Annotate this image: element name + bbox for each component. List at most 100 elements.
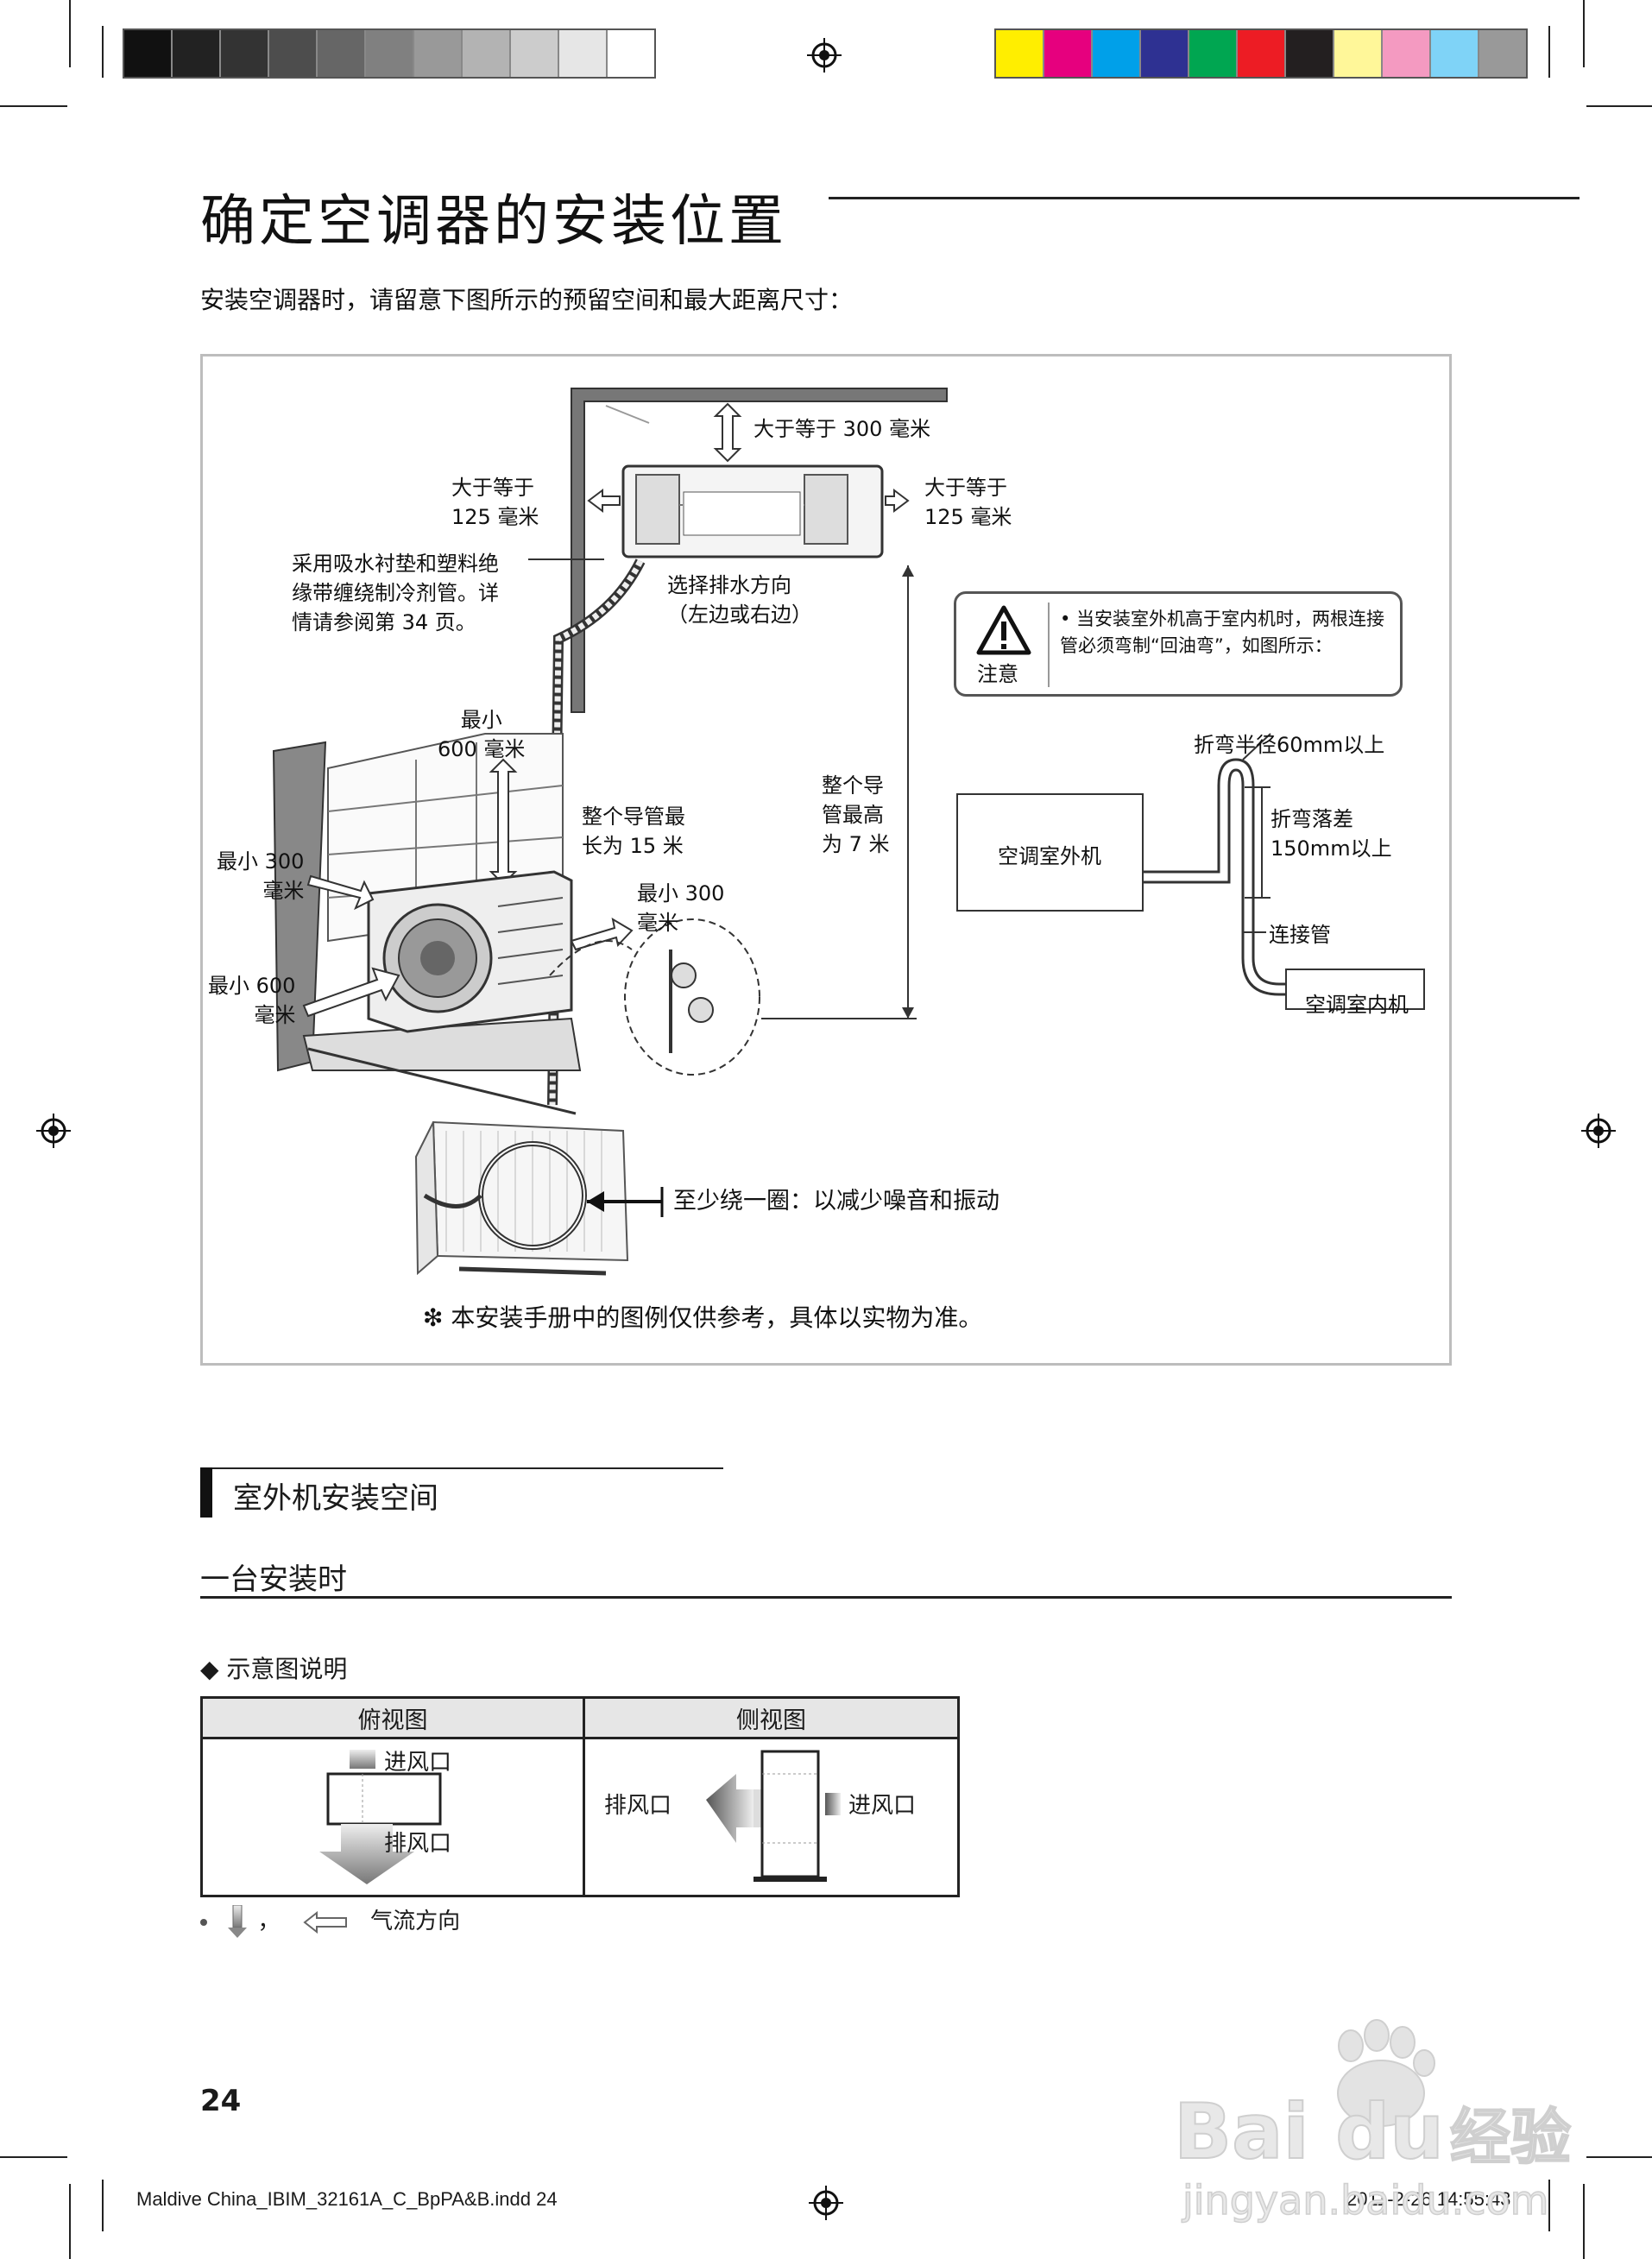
- drain-direction-label: 选择排水方向 （左边或右边）: [667, 571, 812, 629]
- crop-mark: [69, 2184, 71, 2259]
- color-swatch: [414, 30, 463, 77]
- watermark-logo-icon: Bai du 经验 jingyan.baidu.com: [1173, 2019, 1572, 2224]
- registration-mark-icon: [36, 1114, 71, 1148]
- wrap-note-line: 缘带缠绕制冷剂管。详: [292, 581, 499, 605]
- color-swatch: [1093, 30, 1141, 77]
- wrap-note-label: 采用吸水衬垫和塑料绝 缘带缠绕制冷剂管。详 情请参阅第 34 页。: [292, 549, 499, 637]
- color-swatch: [463, 30, 511, 77]
- caution-box: 注意 • 当安装室外机高于室内机时，两根连接管必须弯制“回油弯”，如图所示：: [954, 591, 1403, 697]
- right-clearance-line: 125 毫米: [924, 505, 1012, 529]
- airflow-separator: ，: [257, 1909, 281, 1934]
- legend-bullet: ◆ 示意图说明: [200, 1655, 348, 1683]
- color-swatch: [511, 30, 559, 77]
- table-header-side-view: 侧视图: [583, 1696, 960, 1739]
- registration-mark-icon: [809, 2186, 843, 2220]
- caution-divider: [1048, 603, 1050, 687]
- pipe-height-line: 整个导: [822, 773, 884, 798]
- min600-front-line: 毫米: [254, 1003, 296, 1027]
- reference-note: ❇ 本安装手册中的图例仅供参考，具体以实物为准。: [423, 1303, 983, 1332]
- bend-radius-label: 折弯半径60mm以上: [1194, 733, 1385, 757]
- crop-mark: [1583, 0, 1585, 67]
- pipe-height-label: 整个导 管最高 为 7 米: [822, 771, 890, 859]
- connect-pipe-label: 连接管: [1269, 923, 1331, 947]
- color-swatch: [1141, 30, 1189, 77]
- bend-drop-label: 折弯落差 150mm以上: [1271, 805, 1392, 863]
- top-view-intake-label: 进风口: [384, 1750, 452, 1776]
- side-view-illustration: [706, 1750, 841, 1882]
- min600-front-line: 最小 600: [208, 974, 296, 998]
- registration-mark-icon: [807, 38, 842, 73]
- color-swatch: [1286, 30, 1334, 77]
- color-swatch: [1238, 30, 1286, 77]
- min600-front-label: 最小 600 毫米: [208, 971, 295, 1030]
- title-rule: [829, 197, 1579, 199]
- left-clearance-label: 大于等于 125 毫米: [451, 473, 539, 532]
- color-swatch-bar: [994, 28, 1528, 79]
- min600-top-label: 最小 600 毫米: [438, 705, 525, 764]
- pipe-length-line: 整个导管最: [582, 805, 685, 829]
- top-view-cell: 进风口 排风口: [200, 1737, 585, 1897]
- wrap-note-line: 采用吸水衬垫和塑料绝: [292, 552, 499, 576]
- drain-line: 选择排水方向: [667, 573, 791, 597]
- left-clearance-line: 125 毫米: [451, 505, 539, 529]
- top-view-exhaust-label: 排风口: [384, 1831, 452, 1857]
- color-swatch: [1431, 30, 1479, 77]
- min600-top-line: 600 毫米: [438, 737, 526, 761]
- section-rule: [212, 1467, 723, 1469]
- left-arrow-icon: [303, 1910, 347, 1934]
- pipe-height-line: 管最高: [822, 803, 884, 827]
- color-swatch: [221, 30, 269, 77]
- drain-line: （左边或右边）: [667, 603, 812, 627]
- left-clearance-line: 大于等于: [451, 476, 534, 500]
- color-swatch: [173, 30, 221, 77]
- caution-label: 注意: [977, 662, 1018, 686]
- bend-drop-line: 折弯落差: [1271, 807, 1353, 831]
- crop-mark: [1548, 2180, 1550, 2231]
- wrap-note-line: 情请参阅第 34 页。: [292, 610, 476, 634]
- color-swatch: [318, 30, 366, 77]
- svg-text:经验: 经验: [1450, 2102, 1571, 2173]
- crop-mark: [0, 105, 67, 107]
- crop-mark: [1586, 2156, 1652, 2158]
- right-clearance-label: 大于等于 125 毫米: [924, 473, 1012, 532]
- min300-right-line: 毫米: [637, 911, 678, 935]
- side-view-cell: 排风口 进风口: [583, 1737, 960, 1897]
- bend-drop-line: 150mm以上: [1271, 836, 1392, 861]
- crop-mark: [0, 2156, 67, 2158]
- min300-right-line: 最小 300: [637, 881, 725, 905]
- bullet-dot-icon: [200, 1918, 207, 1926]
- min300-left-line: 毫米: [262, 879, 305, 903]
- coil-note-label: 至少绕一圈：以减少噪音和振动: [673, 1188, 999, 1215]
- color-swatch: [124, 30, 173, 77]
- color-swatch: [1044, 30, 1093, 77]
- footer-timestamp: 2011-2-26 14:55:43: [1346, 2188, 1511, 2210]
- subheading-rule: [200, 1596, 1452, 1599]
- color-swatch: [366, 30, 414, 77]
- top-view-illustration: [319, 1750, 442, 1884]
- color-swatch: [1479, 30, 1526, 77]
- color-swatch: [996, 30, 1044, 77]
- page-number: 24: [200, 2084, 242, 2118]
- intro-text: 安装空调器时，请留意下图所示的预留空间和最大距离尺寸：: [200, 286, 854, 314]
- crop-mark: [1583, 2184, 1585, 2259]
- installation-diagram-illustration: [272, 388, 1425, 1276]
- min300-left-label: 最小 300 毫米: [217, 847, 304, 905]
- caution-text: • 当安装室外机高于室内机时，两根连接管必须弯制“回油弯”，如图所示：: [1060, 609, 1385, 656]
- min300-right-label: 最小 300 毫米: [637, 879, 724, 937]
- page-title: 确定空调器的安装位置: [200, 190, 787, 254]
- airflow-legend: ， 气流方向: [200, 1903, 460, 1940]
- crop-mark: [102, 2180, 104, 2231]
- svg-text:Bai du: Bai du: [1174, 2087, 1444, 2176]
- crop-mark: [69, 0, 71, 67]
- subheading: 一台安装时: [200, 1562, 347, 1597]
- crop-mark: [1586, 105, 1652, 107]
- table-header-top-view: 俯视图: [200, 1696, 585, 1739]
- pipe-height-line: 为 7 米: [822, 832, 890, 856]
- airflow-legend-label: 气流方向: [370, 1909, 461, 1934]
- min300-left-line: 最小 300: [217, 849, 305, 874]
- gray-swatch-bar: [123, 28, 656, 79]
- down-arrow-icon: [228, 1904, 248, 1938]
- color-swatch: [269, 30, 318, 77]
- color-swatch: [608, 30, 654, 77]
- crop-mark: [1548, 26, 1550, 78]
